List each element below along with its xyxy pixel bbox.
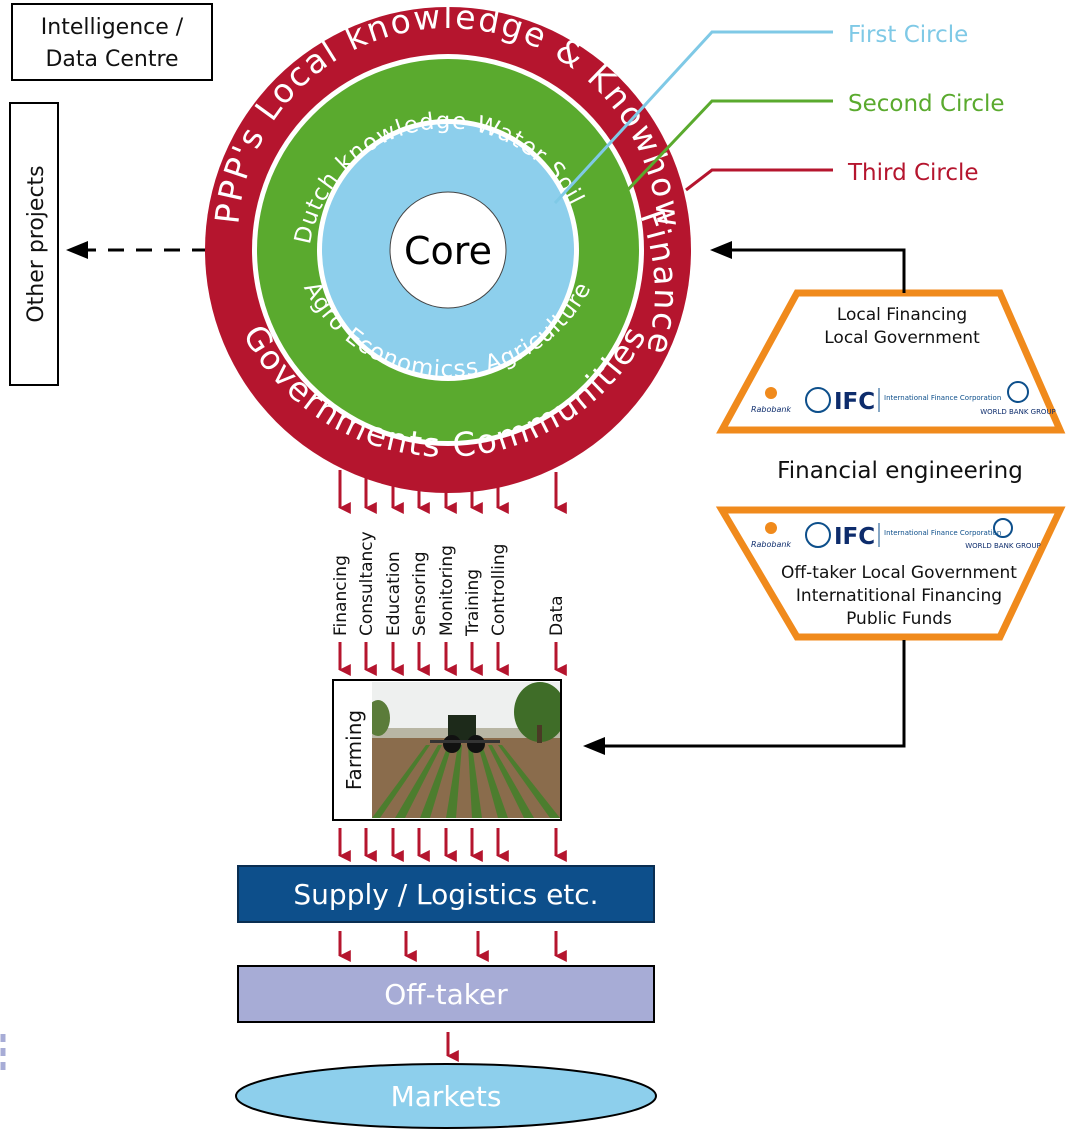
service-arrows-top (338, 470, 567, 514)
service-data: Data (547, 595, 567, 636)
finance-top-line1: Local Financing (837, 305, 967, 325)
world-bank-icon (1007, 381, 1029, 403)
offtaker-label: Off-taker (384, 978, 508, 1011)
other-projects-label: Other projects (24, 165, 49, 322)
svg-text:Rabobank: Rabobank (751, 405, 791, 414)
finance-bottom-trapezoid: Rabobank IFC International Finance Corpo… (715, 506, 1066, 641)
finance-top-line2: Local Government (824, 328, 980, 348)
finance-top-logos: Rabobank IFC International Finance Corpo… (751, 381, 1056, 416)
legend-first-circle: First Circle (848, 22, 968, 48)
globe-icon (805, 387, 831, 413)
core-circle (389, 191, 507, 309)
supply-label: Supply / Logistics etc. (293, 878, 598, 911)
service-education: Education (384, 551, 404, 636)
svg-text:Rabobank: Rabobank (751, 540, 791, 549)
arrows-to-offtaker (338, 931, 567, 962)
arrows-to-supply (338, 828, 567, 862)
svg-text:International Finance Corporat: International Finance Corporation (884, 529, 1001, 537)
service-training: Training (463, 569, 483, 637)
farming-label: Farming (342, 710, 366, 790)
arrow-finance-to-farming (583, 640, 906, 755)
intelligence-line1: Intelligence / (41, 15, 184, 40)
finance-bottom-logos: Rabobank IFC International Finance Corpo… (751, 518, 1041, 550)
service-sensoring: Sensoring (410, 551, 430, 636)
legend-third-circle: Third Circle (847, 160, 979, 186)
world-bank-icon (993, 518, 1013, 538)
supply-logistics-box: Supply / Logistics etc. (237, 865, 655, 923)
finance-bottom-line2: Internatitional Financing (796, 586, 1002, 606)
intelligence-data-centre-box: Intelligence / Data Centre (11, 3, 213, 81)
svg-text:WORLD BANK GROUP: WORLD BANK GROUP (965, 542, 1041, 550)
markets-label: Markets (391, 1080, 502, 1113)
service-monitoring: Monitoring (437, 545, 457, 636)
legend-second-circle: Second Circle (848, 91, 1005, 117)
offtaker-box: Off-taker (237, 965, 655, 1023)
farming-box: Farming (332, 679, 562, 821)
core-label: Core (404, 229, 492, 273)
finance-bottom-line3: Public Funds (846, 609, 952, 629)
svg-text:IFC: IFC (834, 524, 875, 550)
service-arrows-to-farming (338, 642, 567, 676)
service-labels: Financing Consultancy Education Sensorin… (331, 531, 567, 637)
circle-legend: First Circle Second Circle Third Circle (553, 22, 1005, 205)
svg-text:IFC: IFC (834, 389, 875, 415)
circle-diagram: Core PPP's Local knowledge & Knowhow Fin… (205, 0, 691, 493)
finance-top-trapezoid: Local Financing Local Government Raboban… (716, 289, 1066, 434)
globe-icon (805, 522, 831, 548)
arrow-finance-to-circle (710, 241, 906, 293)
intelligence-line2: Data Centre (45, 47, 178, 72)
finance-bottom-line1: Off-taker Local Government (781, 563, 1017, 583)
service-controlling: Controlling (489, 544, 509, 636)
svg-text:International Finance Corporat: International Finance Corporation (884, 394, 1001, 402)
service-financing: Financing (331, 555, 351, 636)
rabobank-icon (765, 387, 777, 399)
other-projects-box: Other projects (9, 102, 59, 386)
financial-engineering-label: Financial engineering (777, 458, 1023, 484)
markets-ellipse: Markets (235, 1063, 657, 1129)
svg-text:WORLD BANK GROUP: WORLD BANK GROUP (980, 408, 1056, 416)
farming-photo (372, 682, 560, 818)
rabobank-icon (765, 522, 777, 534)
dashed-arrow-other-projects (66, 241, 208, 259)
service-consultancy: Consultancy (357, 531, 377, 636)
